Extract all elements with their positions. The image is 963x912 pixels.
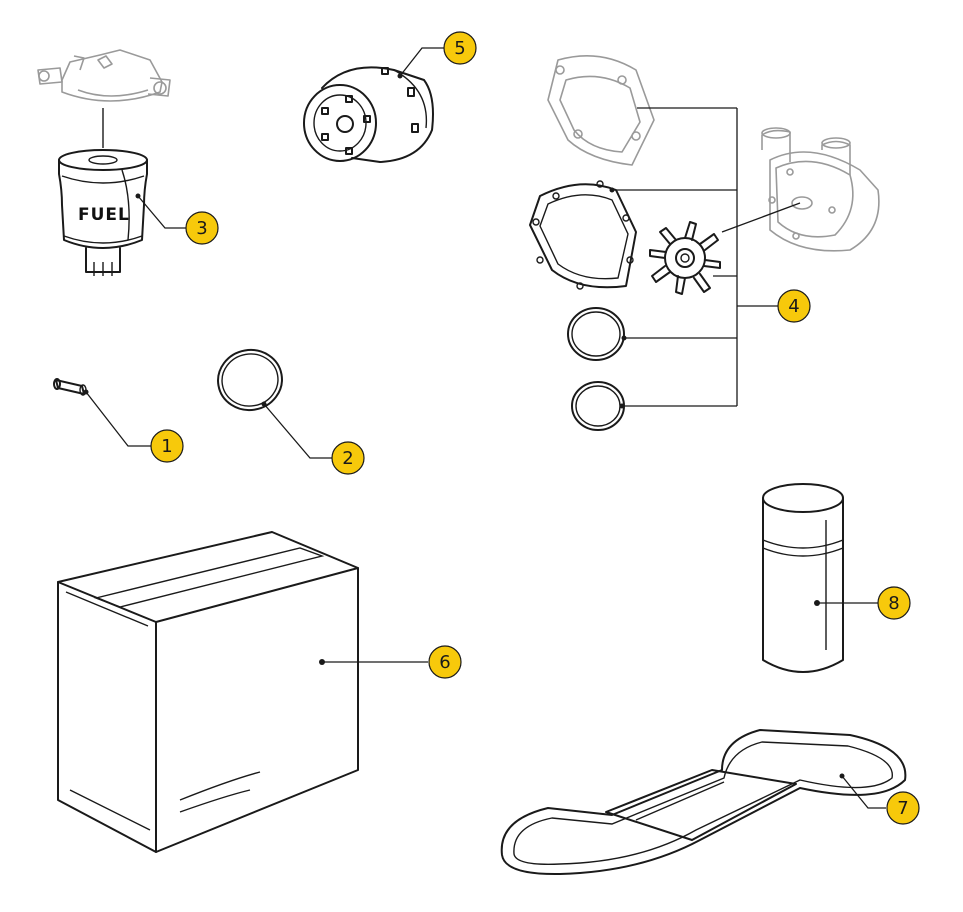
impeller-kit-bracket <box>612 107 801 407</box>
pin <box>53 378 87 396</box>
leader-5 <box>399 47 444 77</box>
fuel-filter-assembly: FUEL <box>37 49 171 276</box>
pump-body-ghost <box>761 127 880 252</box>
leader-2 <box>263 403 332 459</box>
callout-8: 8 <box>877 586 911 620</box>
drive-belt <box>500 729 907 876</box>
callout-3-label: 3 <box>196 218 207 239</box>
callout-2: 2 <box>331 441 365 475</box>
leader-7 <box>841 775 886 809</box>
oil-filter <box>303 66 434 163</box>
leader-lines <box>83 47 886 809</box>
callout-3-circle <box>185 211 219 245</box>
callout-2-label: 2 <box>342 448 353 469</box>
callout-2-circle <box>331 441 365 475</box>
callout-7-label: 7 <box>897 798 908 819</box>
o-ring-small <box>571 381 625 431</box>
callout-5-label: 5 <box>454 38 465 59</box>
impeller-kit <box>529 55 880 431</box>
callout-4-label: 4 <box>788 296 799 317</box>
callout-8-circle <box>877 586 911 620</box>
leader-3 <box>137 195 186 229</box>
callout-7-circle <box>886 791 920 825</box>
leader-1 <box>85 391 152 447</box>
callout-8-label: 8 <box>888 593 899 614</box>
callout-1-circle <box>150 429 184 463</box>
callout-4-circle <box>777 289 811 323</box>
impeller <box>649 221 721 295</box>
callout-6-label: 6 <box>439 652 450 673</box>
callout-4: 4 <box>777 289 811 323</box>
fuel-filter-body: FUEL <box>58 149 148 276</box>
callout-5: 5 <box>443 31 477 65</box>
callout-6-circle <box>428 645 462 679</box>
callout-1: 1 <box>150 429 184 463</box>
box <box>57 531 359 853</box>
callout-6: 6 <box>428 645 462 679</box>
callout-1-label: 1 <box>161 436 172 457</box>
callout-5-circle <box>443 31 477 65</box>
o-ring <box>217 348 283 412</box>
o-ring-large <box>567 307 625 361</box>
gasket-top <box>547 55 655 166</box>
callout-7: 7 <box>886 791 920 825</box>
callout-3: 3 <box>185 211 219 245</box>
fuel-filter-housing-ghost <box>37 49 171 102</box>
cylinder-filter <box>762 483 844 673</box>
gasket-bottom <box>529 180 637 290</box>
fuel-label: FUEL <box>78 205 130 225</box>
